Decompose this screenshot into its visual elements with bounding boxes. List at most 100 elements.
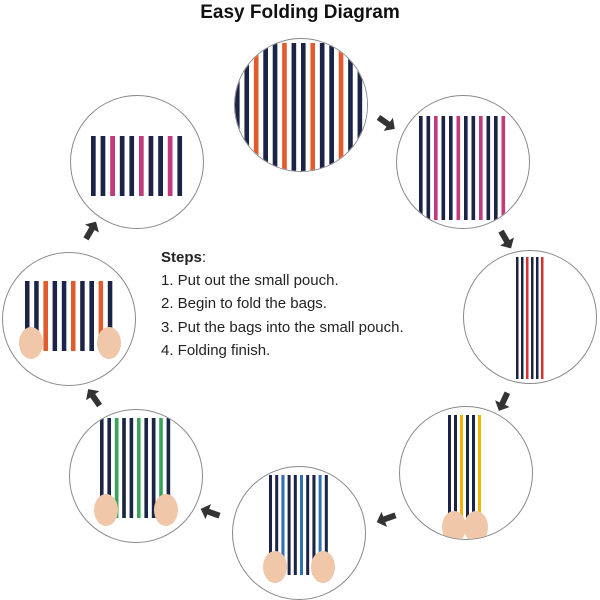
fabric-stripe (296, 43, 301, 171)
fabric-stripe (105, 136, 111, 196)
fabric-stripe (531, 257, 534, 379)
fabric-stripe (445, 116, 449, 220)
fabric-stripe (324, 43, 330, 171)
fabric-stripe (538, 257, 541, 379)
fabric-stripe (301, 43, 306, 171)
fabric-stripe (494, 116, 498, 220)
hand-shape (94, 494, 118, 526)
fabric-stripe (278, 475, 282, 575)
fabric-stripe (25, 281, 30, 351)
fabric-stripe (107, 418, 112, 518)
fabric-stripe (533, 257, 536, 379)
fabric-stripe (518, 257, 521, 379)
step-photo-full-bag (396, 95, 530, 229)
fabric-stripe (110, 136, 115, 196)
fabric-stripe (437, 116, 442, 220)
fabric-stripe (111, 418, 115, 518)
fabric-stripe (125, 418, 130, 518)
fabric-stripe (281, 475, 285, 575)
fabric-stripe (272, 43, 278, 171)
fabric-stripe (177, 136, 183, 196)
fabric-stripe (137, 418, 141, 518)
hand-shape (464, 511, 488, 539)
fabric-stripe (497, 116, 502, 220)
fabric-stripe (167, 136, 173, 196)
step-item-2: 2. Begin to fold the bags. (161, 295, 327, 313)
fabric-stripe (107, 281, 113, 351)
fabric-stripe (80, 281, 85, 351)
arrow-icon (86, 389, 103, 408)
fabric-stripe (272, 475, 276, 575)
fabric-stripe (329, 43, 334, 171)
fabric-stripe (466, 415, 469, 535)
fabric-stripe (426, 116, 431, 220)
fabric-stripe (479, 116, 483, 220)
fabric-stripe (268, 43, 273, 171)
fabric-stripe (275, 475, 279, 575)
fabric-stripe (321, 475, 325, 575)
fabric-stripe (528, 257, 531, 379)
fabric-stripe (182, 136, 187, 196)
fabric-stripe (357, 43, 363, 171)
bag-top-illustration (235, 43, 367, 171)
pouch-fold-illustration (94, 418, 178, 526)
fabric-stripe (290, 475, 294, 575)
fabric-stripe (501, 116, 506, 220)
fabric-stripe (448, 415, 451, 535)
fabric-stripe (122, 418, 126, 518)
step-photo-pouch-fold (69, 409, 203, 543)
fabric-stripe (134, 136, 139, 196)
full-bag-illustration (419, 116, 509, 220)
fabric-stripe (162, 418, 167, 518)
fabric-stripe (89, 281, 94, 351)
fabric-stripe (300, 475, 304, 575)
fabric-stripe (129, 418, 134, 518)
fabric-stripe (303, 475, 307, 575)
fabric-stripe (481, 415, 484, 535)
fabric-stripe (338, 43, 344, 171)
fabric-stripe (172, 136, 178, 196)
fabric-stripe (441, 116, 446, 220)
arrow-icon (376, 511, 397, 527)
fabric-stripe (143, 136, 149, 196)
fabric-stripe (478, 415, 481, 535)
step-photo-pouch-insert (399, 406, 533, 540)
arrow-icon (83, 221, 99, 241)
fabric-stripe (75, 281, 81, 351)
fabric-stripe (38, 281, 44, 351)
step-photo-rolled-strip (463, 250, 597, 384)
hand-shape (19, 327, 43, 359)
fabric-stripe (541, 257, 544, 379)
fabric-stripe (457, 415, 460, 535)
fabric-stripe (103, 281, 108, 351)
fabric-stripe (505, 116, 509, 220)
fabric-stripe (475, 116, 479, 220)
fabric-stripe (124, 136, 130, 196)
step-item-3: 3. Put the bags into the small pouch. (161, 318, 404, 336)
fabric-stripe (284, 475, 288, 575)
fabric-stripe (463, 415, 466, 535)
fabric-stripe (467, 116, 472, 220)
steps-heading: Steps (161, 249, 202, 266)
fabric-stripe (521, 257, 524, 379)
fabric-stripe (34, 281, 39, 351)
fabric-stripe (419, 116, 423, 220)
step-photo-finished-pouch (70, 95, 204, 229)
arrow-icon (200, 504, 221, 520)
fabric-stripe (362, 43, 367, 171)
fabric-stripe (159, 418, 163, 518)
fabric-stripe (312, 475, 316, 575)
hand-shape (263, 551, 287, 583)
fabric-stripe (139, 136, 144, 196)
fabric-stripe (258, 43, 264, 171)
fabric-stripe (119, 136, 125, 196)
pouch-hold-illustration (19, 281, 121, 359)
fabric-stripe (315, 475, 319, 575)
step-item-4: 4. Folding finish. (161, 341, 271, 359)
fabric-stripe (286, 43, 292, 171)
fabric-stripe (327, 475, 331, 575)
fabric-stripe (144, 418, 149, 518)
fabric-stripe (57, 281, 62, 351)
fabric-stripe (163, 136, 168, 196)
